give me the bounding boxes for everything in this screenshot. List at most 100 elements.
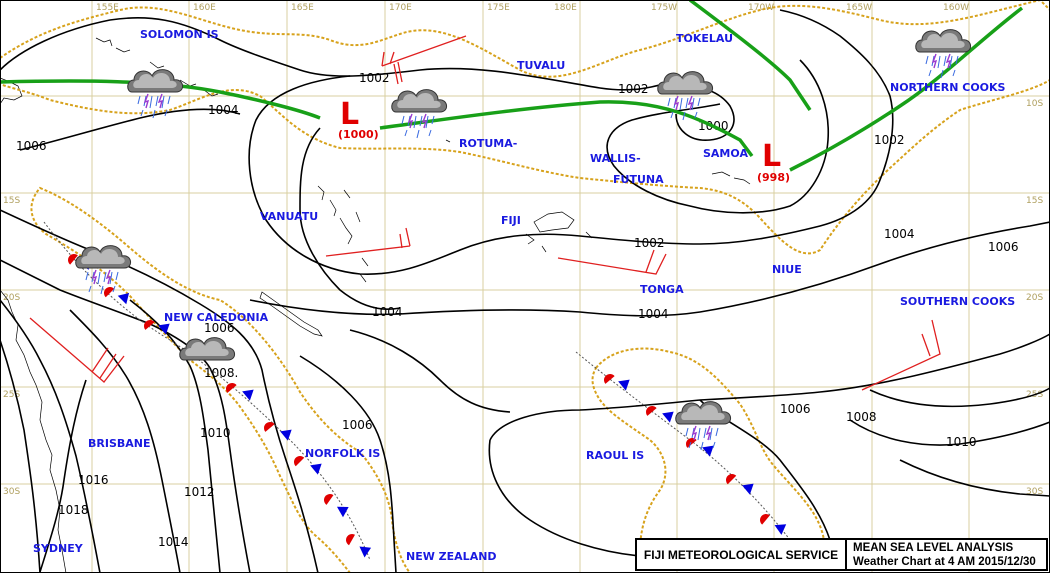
isobar — [899, 459, 1050, 497]
lat-label: 15S — [1026, 196, 1043, 206]
isobar — [69, 309, 181, 573]
wind-barb — [29, 317, 125, 383]
isobar-label: 1002 — [618, 82, 649, 96]
warm-front-symbol — [291, 453, 305, 467]
thunderstorm-cloud-icon — [675, 401, 732, 451]
lon-label: 170E — [389, 3, 412, 13]
lon-label: 170W — [748, 3, 774, 13]
analysis-info: MEAN SEA LEVEL ANALYSIS Weather Chart at… — [847, 540, 1046, 569]
place-labels: SOLOMON IS TUVALU TOKELAU NORTHERN COOKS… — [33, 28, 1015, 563]
wind-barb — [557, 249, 667, 275]
isobar-label: 1006 — [342, 418, 373, 432]
cold-front-symbol — [359, 542, 374, 558]
wind-barbs — [29, 35, 941, 391]
wind-barb — [325, 227, 411, 257]
wind-barb — [861, 319, 941, 391]
warm-front-symbol — [601, 371, 615, 384]
isobar — [849, 419, 1050, 446]
isobar-label: 1014 — [158, 535, 189, 549]
isobar-label: 1010 — [200, 426, 231, 440]
lon-label: 175E — [487, 3, 510, 13]
place-label-tuvalu: TUVALU — [517, 59, 565, 72]
place-label-vanuatu: VANUATU — [260, 210, 318, 223]
lat-label: 10S — [1026, 99, 1043, 109]
isobar-label: 1006 — [988, 240, 1019, 254]
new-caledonia-coast — [259, 291, 323, 337]
isobar — [19, 108, 241, 151]
isobar-label: 1002 — [634, 236, 665, 250]
place-label-new-caledonia: NEW CALEDONIA — [164, 311, 269, 324]
isobar — [349, 329, 511, 413]
isobar — [606, 59, 830, 214]
lon-label: 165E — [291, 3, 314, 13]
low-symbol: L — [340, 97, 359, 132]
isobar-label: 1008 — [846, 410, 877, 424]
isobar — [0, 209, 319, 573]
isobar — [0, 259, 251, 573]
lon-label: 155E — [96, 3, 119, 13]
thunderstorm-cloud-icon — [75, 245, 132, 295]
isobar — [248, 9, 894, 275]
convergence-line — [789, 6, 1024, 172]
place-label-southern-cooks: SOUTHERN COOKS — [900, 295, 1015, 308]
place-label-futuna: FUTUNA — [613, 173, 664, 186]
isobar — [0, 339, 41, 573]
cloud-band-north — [0, 0, 1050, 255]
low-symbol: L — [762, 139, 781, 174]
lat-label: 30S — [3, 487, 20, 497]
place-label-raoul: RAOUL IS — [586, 449, 644, 462]
warm-front-symbol — [757, 511, 770, 525]
isobar-label: 1004 — [638, 307, 669, 321]
isobar-label: 1018 — [58, 503, 89, 517]
rain-cloud-icon — [179, 337, 236, 361]
lat-label: 20S — [3, 293, 20, 303]
isobar-label: 1004 — [372, 305, 403, 319]
isobar — [249, 221, 1050, 317]
isobar — [0, 299, 101, 573]
isobar-label: 1004 — [208, 103, 239, 117]
isobar-label: 1006 — [16, 139, 47, 153]
wind-barb — [381, 35, 467, 85]
place-label-wallis: WALLIS- — [590, 152, 641, 165]
place-label-rotuma: ROTUMA- — [459, 137, 517, 150]
isobar — [129, 299, 221, 573]
cold-front-symbol — [774, 519, 790, 535]
cold-front-symbol — [742, 478, 758, 495]
cold-front-symbol — [662, 406, 678, 423]
place-label-brisbane: BRISBANE — [88, 437, 151, 450]
front-line — [43, 221, 371, 561]
isobar — [869, 387, 1050, 408]
chart-caption-box: FIJI METEOROLOGICAL SERVICE MEAN SEA LEV… — [635, 538, 1048, 571]
rotuma-coast — [445, 139, 451, 143]
isobar-label: 1016 — [78, 473, 109, 487]
place-label-niue: NIUE — [772, 263, 802, 276]
isobars — [0, 9, 1050, 573]
cloud-band-southeast — [591, 347, 826, 553]
convergence-line — [688, 0, 812, 111]
low-pressure-value: (1000) — [338, 128, 379, 141]
cold-front-symbol — [618, 374, 634, 391]
isobar — [488, 439, 641, 557]
warm-front-symbol — [343, 531, 355, 546]
isobar — [299, 355, 397, 573]
chart-timestamp: Weather Chart at 4 AM 2015/12/30 — [853, 556, 1036, 568]
isobar-label: 1004 — [884, 227, 915, 241]
lon-label: 180E — [554, 3, 577, 13]
convergence-zones — [0, 0, 1024, 172]
isobar — [299, 127, 401, 310]
lat-label: 25S — [3, 390, 20, 400]
low-pressure-centres: L (1000) L (998) — [338, 97, 790, 184]
lon-label: 160W — [943, 3, 969, 13]
isobar-label: 1002 — [874, 133, 905, 147]
place-label-samoa: SAMOA — [703, 147, 748, 160]
samoa-coast — [711, 171, 751, 185]
isobar-label: 1006 — [780, 402, 811, 416]
rain-cloud-icon — [915, 29, 972, 79]
place-label-solomon: SOLOMON IS — [140, 28, 219, 41]
lon-label: 175W — [651, 3, 677, 13]
isobar-label: 1008. — [204, 366, 238, 380]
issuing-service: FIJI METEOROLOGICAL SERVICE — [637, 540, 847, 569]
place-label-sydney: SYDNEY — [33, 542, 84, 555]
lon-label: 165W — [846, 3, 872, 13]
